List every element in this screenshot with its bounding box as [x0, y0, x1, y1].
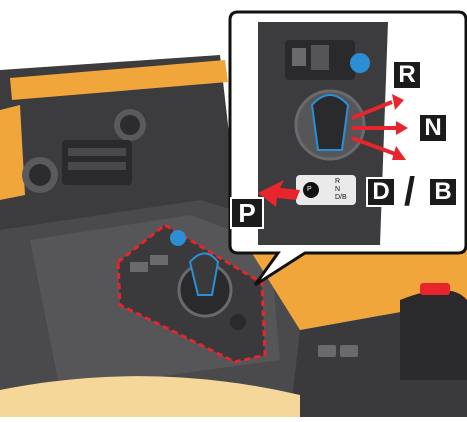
park-button-icon	[303, 182, 319, 198]
power-button	[170, 230, 186, 246]
indicator-r-text: R	[335, 178, 341, 185]
park-button-label: P	[230, 197, 264, 229]
shift-lever-icon	[188, 252, 220, 296]
callout-shift-lever-icon	[310, 94, 350, 151]
red-arrow-icon	[351, 100, 399, 157]
indicator-db-text: D/B	[335, 194, 347, 201]
callout-power-button	[350, 53, 370, 73]
gear-n-label: N	[418, 113, 448, 143]
seat	[400, 290, 467, 380]
orange-trim-left	[0, 105, 25, 200]
seatbelt-buckle	[420, 283, 450, 295]
park-arrow-icon	[258, 180, 300, 207]
gear-separator: /	[404, 170, 416, 214]
park-indicator-text: P	[307, 186, 312, 193]
gear-b-label: B	[428, 177, 458, 207]
gear-r-label: R	[392, 60, 422, 90]
orange-trim-top	[10, 60, 228, 100]
gear-d-label: D	[366, 177, 396, 207]
indicator-n-text: N	[335, 186, 341, 193]
cup-area	[0, 376, 300, 417]
